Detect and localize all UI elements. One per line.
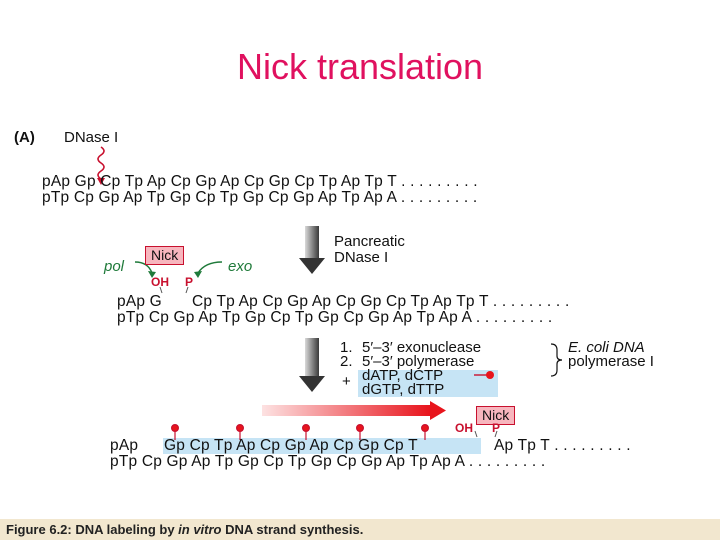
step2-top-right: Cp Tp Ap Cp Gp Ap Cp Gp Cp Tp Ap Tp T . … (192, 293, 570, 310)
polymerase-i-label: polymerase I (568, 353, 654, 370)
step2-top-left: pAp G (117, 293, 162, 310)
enzyme-step1: 5′–3′ exonuclease (362, 339, 482, 356)
exo-arrow (197, 261, 223, 274)
down-arrow-1-head (299, 258, 325, 274)
nick-label-box: Nick (145, 246, 185, 265)
pancreatic-dnase-label: DNase I (334, 249, 389, 266)
pol-label: pol (104, 258, 125, 275)
pancreatic-label: Pancreatic (334, 233, 405, 250)
oh-label: OH (151, 275, 169, 289)
p-label: P (185, 275, 194, 289)
dntp-line1: dATP, dCTP (362, 367, 444, 384)
step3-top-highlight: Gp Cp Tp Ap Cp Gp Ap Cp Gp Cp T (164, 437, 418, 454)
step3-top-right: Ap Tp T . . . . . . . . . (494, 437, 631, 454)
enzyme-step1-num: 1. (340, 339, 353, 356)
figure-caption: Figure 6.2: DNA labeling by in vitro DNA… (6, 522, 363, 537)
dnase-arrowhead (97, 178, 105, 185)
down-arrow-2-head (299, 376, 325, 392)
caption-prefix: Figure 6.2: DNA labeling by (6, 522, 179, 537)
oh-label-2: OH (455, 421, 473, 435)
new-strand-highlight (163, 438, 481, 454)
caption-suffix: DNA strand synthesis. (221, 522, 364, 537)
figure-caption-bar: Figure 6.2: DNA labeling by in vitro DNA… (0, 519, 720, 540)
step2-bottom-strand: pTp Cp Gp Ap Tp Gp Cp Tp Gp Cp Gp Ap Tp … (117, 309, 553, 326)
step3-top-left: pAp (110, 437, 139, 454)
panel-label: (A) (14, 129, 35, 146)
label-pins (171, 424, 430, 440)
slide-title: Nick translation (236, 46, 484, 87)
enzyme-brace (550, 343, 563, 377)
nick-label-box-2: Nick (476, 406, 516, 425)
step1-bottom-strand: pTp Cp Gp Ap Tp Gp Cp Tp Gp Cp Gp Ap Tp … (42, 189, 478, 206)
label-dot (486, 371, 494, 379)
exo-label: exo (228, 258, 253, 275)
dnase-label: DNase I (64, 129, 119, 146)
synthesis-arrow-head (430, 401, 446, 420)
enzyme-step2: 5′–3′ polymerase (362, 353, 475, 370)
enzyme-step2-num: 2. (340, 353, 353, 370)
synthesis-arrow-shaft (262, 405, 430, 416)
step1-top-strand: pAp Gp Cp Tp Ap Cp Gp Ap Cp Gp Cp Tp Ap … (42, 173, 478, 190)
plus-sign: + (342, 373, 351, 390)
dnase-squiggle (97, 146, 105, 180)
dntp-line2: dGTP, dTTP (362, 381, 445, 398)
caption-italic: in vitro (178, 522, 222, 537)
ecoli-label: E. coli DNA (568, 339, 645, 356)
down-arrow-1-shaft (305, 226, 319, 260)
down-arrow-2-shaft (305, 338, 319, 378)
p-label-2: P (492, 421, 501, 435)
step3-bottom-strand: pTp Cp Gp Ap Tp Gp Cp Tp Gp Cp Gp Ap Tp … (110, 453, 546, 470)
